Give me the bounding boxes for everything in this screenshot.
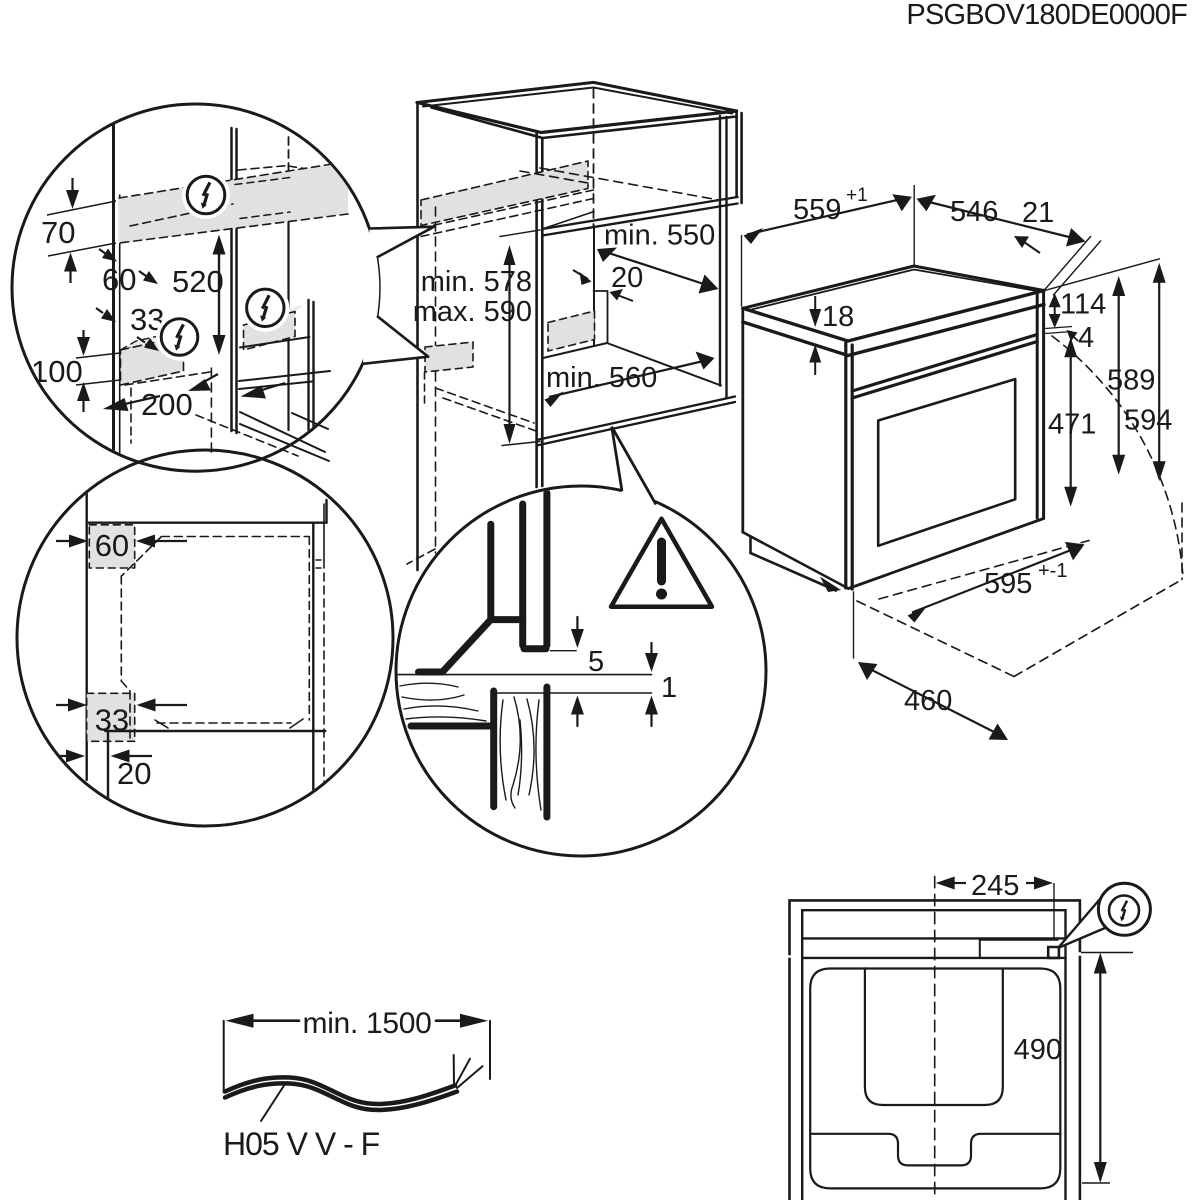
svg-text:4: 4 [1078, 322, 1094, 354]
svg-text:490: 490 [1014, 1034, 1062, 1066]
svg-text:21: 21 [1022, 197, 1054, 229]
svg-text:5: 5 [588, 646, 604, 678]
svg-text:520: 520 [172, 264, 224, 299]
svg-text:33: 33 [95, 703, 129, 738]
svg-text:589: 589 [1107, 365, 1155, 397]
svg-text:20: 20 [611, 262, 643, 294]
svg-text:595: 595 [984, 568, 1032, 600]
svg-text:60: 60 [95, 528, 129, 563]
svg-text:PSGBOV180DE0000F: PSGBOV180DE0000F [906, 0, 1187, 31]
svg-text:+-1: +-1 [1038, 560, 1067, 582]
svg-text:200: 200 [141, 387, 193, 422]
svg-text:20: 20 [117, 756, 151, 791]
svg-text:1: 1 [661, 672, 677, 704]
svg-text:114: 114 [1060, 289, 1106, 321]
svg-text:546: 546 [950, 196, 998, 228]
svg-text:min. 1500: min. 1500 [303, 1007, 432, 1040]
svg-text:559: 559 [793, 194, 841, 226]
svg-text:min. 550: min. 550 [604, 220, 715, 252]
svg-text:18: 18 [822, 301, 854, 333]
svg-text:471: 471 [1048, 409, 1096, 441]
svg-text:H05 V V - F: H05 V V - F [223, 1126, 380, 1162]
svg-text:min. 560: min. 560 [546, 362, 657, 394]
svg-text:60: 60 [102, 262, 136, 297]
svg-text:70: 70 [41, 215, 75, 250]
svg-text:245: 245 [971, 870, 1019, 902]
svg-text:+1: +1 [846, 185, 868, 206]
svg-text:594: 594 [1124, 405, 1172, 437]
svg-text:min. 578: min. 578 [421, 266, 532, 298]
svg-text:max. 590: max. 590 [413, 296, 532, 328]
